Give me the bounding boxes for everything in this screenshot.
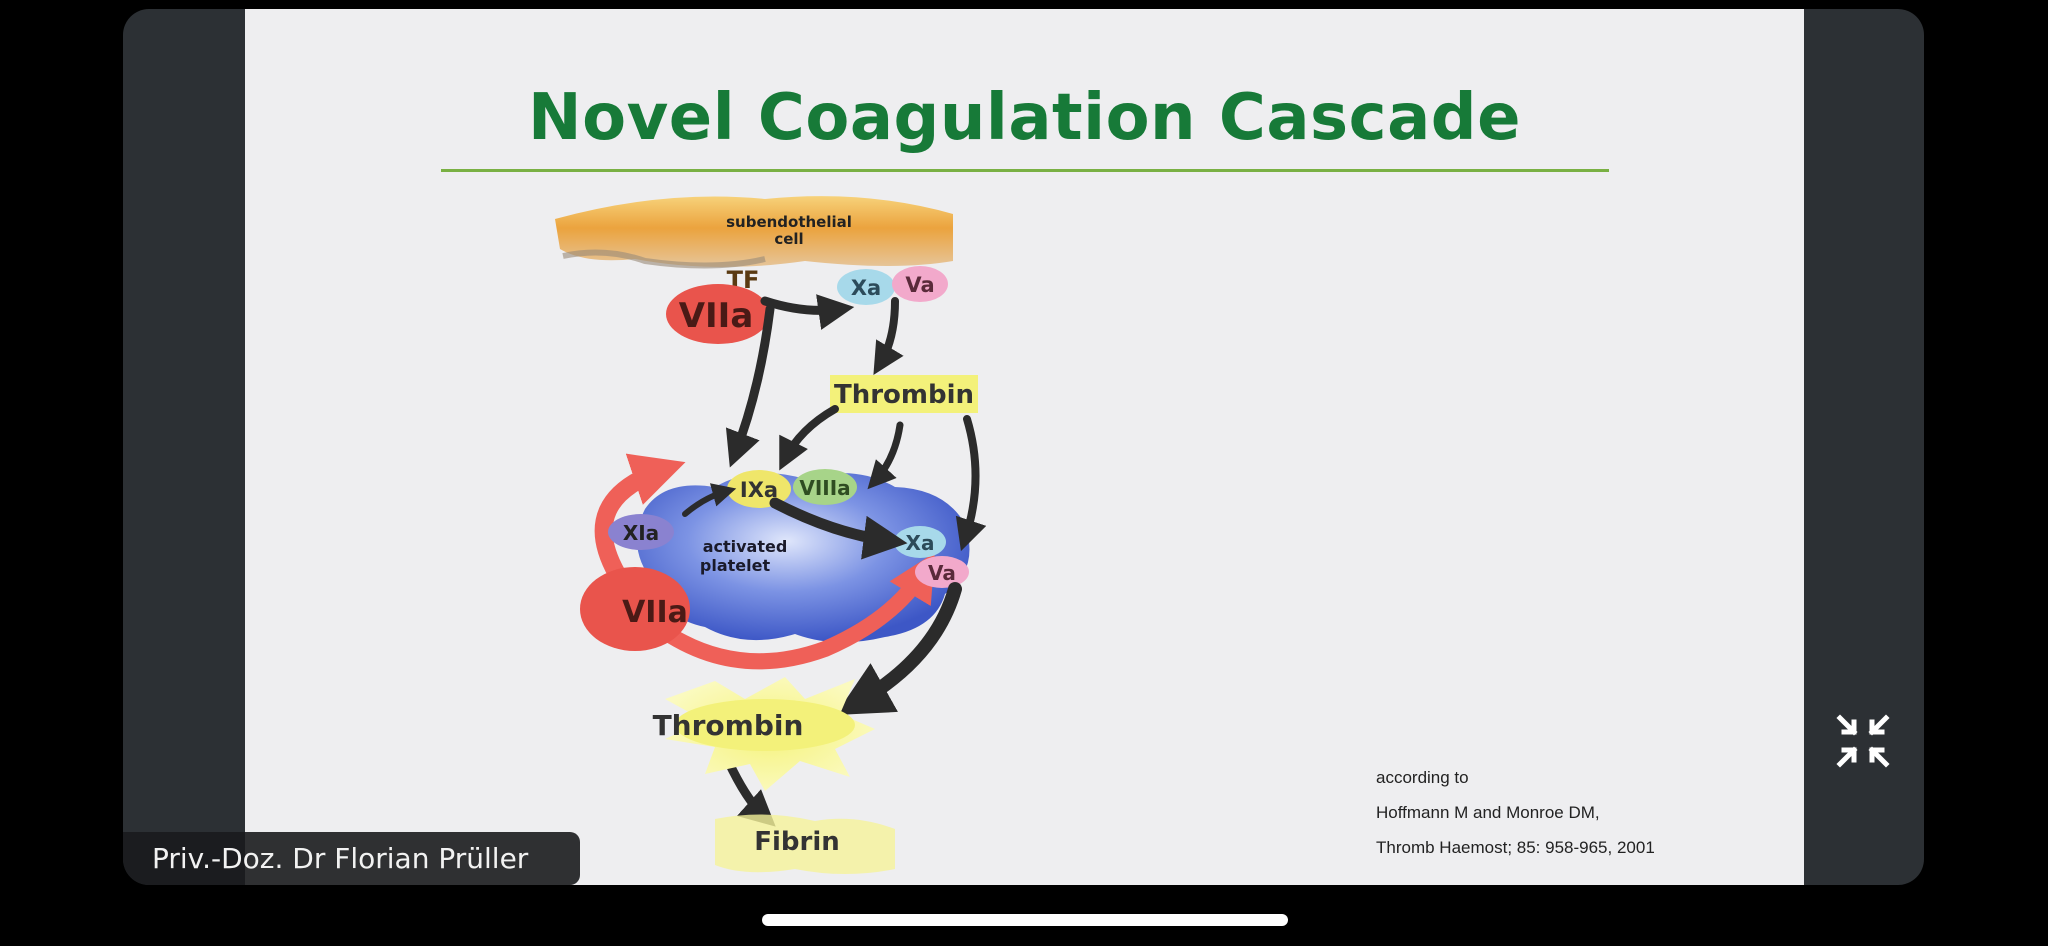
platelet-label: activated — [703, 537, 788, 556]
activated-platelet — [637, 473, 970, 643]
ixa-label: IXa — [740, 478, 778, 502]
va-top-label: Va — [905, 273, 934, 297]
viia-top-label: VIIa — [679, 296, 754, 336]
reference-line-2: Hoffmann M and Monroe DM, — [1376, 803, 1600, 822]
va-platelet-ellipse — [915, 556, 969, 588]
thrombin-top-label: Thrombin — [834, 380, 974, 410]
viia-platelet-label: VIIa — [622, 595, 688, 630]
viia-curved-arrow — [594, 453, 686, 579]
fibrin-mesh — [715, 814, 895, 874]
reference-line-3: Thromb Haemost; 85: 958-965, 2001 — [1376, 838, 1655, 857]
exit-fullscreen-icon[interactable] — [1834, 712, 1892, 770]
fibrin-label: Fibrin — [754, 827, 840, 857]
va-top-ellipse — [892, 266, 948, 302]
video-player-frame: Novel Coagulation Cascade — [123, 9, 1924, 885]
platelet-label-2: platelet — [700, 556, 771, 575]
presentation-slide: Novel Coagulation Cascade — [245, 9, 1804, 885]
title-divider — [441, 169, 1609, 172]
subendothelial-cell — [555, 196, 953, 268]
xia-ellipse — [608, 514, 674, 550]
viiia-ellipse — [793, 469, 857, 505]
xia-label: XIa — [623, 521, 659, 545]
thrombin-burst-label: Thrombin — [653, 709, 804, 742]
thrombin-top-box — [830, 375, 978, 413]
coagulation-diagram: subendothelial cell TF VIIa Xa Va Thromb… — [555, 196, 987, 874]
reference-line-1: according to — [1376, 768, 1469, 787]
subendothelial-cell-label: subendothelial — [726, 213, 852, 231]
speaker-name-overlay: Priv.-Doz. Dr Florian Prüller — [123, 832, 580, 885]
viiia-label: VIIIa — [799, 476, 850, 500]
xa-platelet-label: Xa — [906, 531, 935, 555]
subendothelial-cell-label-2: cell — [774, 230, 803, 248]
viia-platelet-ellipse — [580, 567, 690, 651]
xa-top-label: Xa — [851, 276, 881, 300]
slide-title: Novel Coagulation Cascade — [528, 81, 1521, 155]
va-platelet-label: Va — [928, 561, 956, 585]
home-indicator[interactable] — [762, 914, 1288, 926]
viia-top-ellipse — [666, 284, 770, 344]
